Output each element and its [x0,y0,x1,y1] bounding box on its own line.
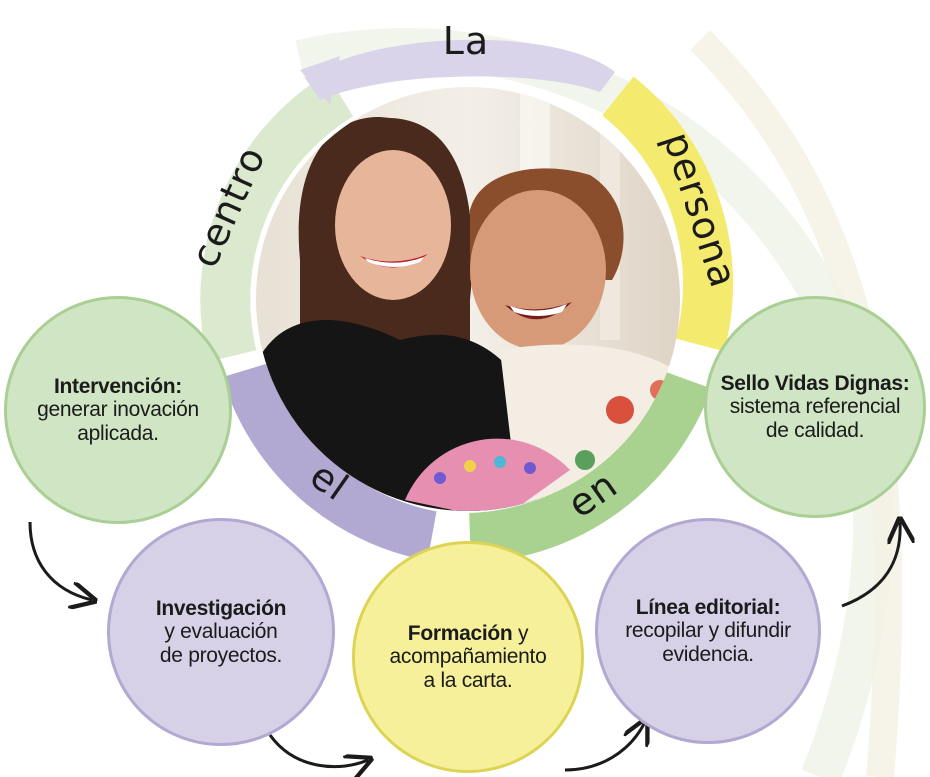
ring-segment-la [305,39,615,100]
ring-segment-la-arrow [300,56,340,104]
node-sello-title: Sello Vidas Dignas: [720,371,910,395]
arrow-investigacion-to-formacion [268,734,368,767]
node-intervencion: Intervención: generar inovación aplicada… [4,296,232,524]
arrow-linea-to-sello [841,522,900,608]
node-formacion: Formación y acompañamiento a la carta. [352,541,584,773]
node-formacion-line2: a la carta. [423,668,513,692]
ring-word-la: La [443,19,489,63]
node-formacion-title: Formación [407,621,513,645]
ring-segment-en [468,371,712,563]
arrow-intervencion-to-investigacion [28,521,92,600]
node-investigacion-title: Investigación [155,596,287,620]
node-investigacion-line1: y evaluación [164,620,278,644]
node-linea-line2: evidencia. [662,642,754,666]
node-linea-line1: recopilar y difundir [625,619,791,643]
node-sello-line1: sistema referencial [729,395,901,419]
ring-segment-el [222,362,437,561]
node-formacion-title-suffix: y [512,621,529,645]
ring-segment-persona [602,76,734,352]
node-intervencion-title: Intervención: [54,374,182,398]
node-linea-editorial: Línea editorial: recopilar y difundir ev… [595,518,821,744]
node-linea-title: Línea editorial: [635,595,781,619]
node-intervencion-line2: aplicada. [77,421,159,445]
node-sello-line2: de calidad. [765,418,865,442]
node-investigacion: Investigación y evaluación de proyectos. [107,518,335,746]
node-sello: Sello Vidas Dignas: sistema referencial … [704,296,926,518]
arrow-formacion-to-linea [564,722,645,772]
node-investigacion-line2: de proyectos. [159,643,283,667]
node-formacion-line1: acompañamiento [389,645,547,669]
ring-segment-centro [200,73,354,362]
node-intervencion-line1: generar inovación [37,398,199,422]
